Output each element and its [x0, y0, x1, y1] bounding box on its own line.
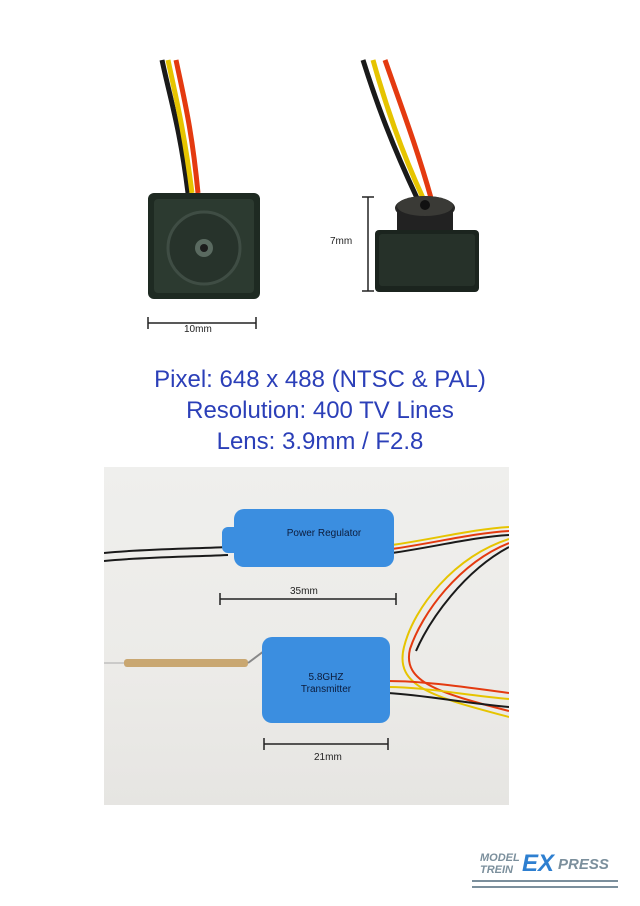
logo-press-word: PRESS — [558, 856, 609, 873]
logo-track-lines — [472, 880, 618, 888]
camera-height-label: 7mm — [330, 236, 353, 247]
transmitter-label-line2: Transmitter — [300, 684, 352, 695]
logo-trein-word: TREIN — [480, 864, 513, 876]
camera-side-photo — [355, 58, 495, 303]
regulator-label: Power Regulator — [286, 528, 362, 539]
camera-front-photo — [140, 58, 270, 308]
transmitter-label-line1: 5.8GHZ — [308, 672, 344, 683]
regulator-length-label: 35mm — [290, 586, 318, 597]
width-dimension-line — [147, 316, 257, 329]
height-dimension-line — [362, 196, 374, 292]
spec-resolution: Resolution: 400 TV Lines — [186, 397, 454, 424]
transmitter-length-label: 21mm — [314, 752, 342, 763]
spec-lens: Lens: 3.9mm / F2.8 — [216, 428, 424, 455]
spec-pixel: Pixel: 648 x 488 (NTSC & PAL) — [154, 366, 486, 393]
logo-model-word: MODEL — [480, 852, 520, 864]
logo-ex-word: EX — [522, 850, 555, 877]
modeltrein-express-logo: MODEL TREIN EX PRESS — [470, 850, 620, 892]
camera-width-label: 10mm — [184, 324, 212, 335]
modules-photo: Power Regulator 35mm 5.8GHZ Transmitter … — [104, 467, 509, 805]
